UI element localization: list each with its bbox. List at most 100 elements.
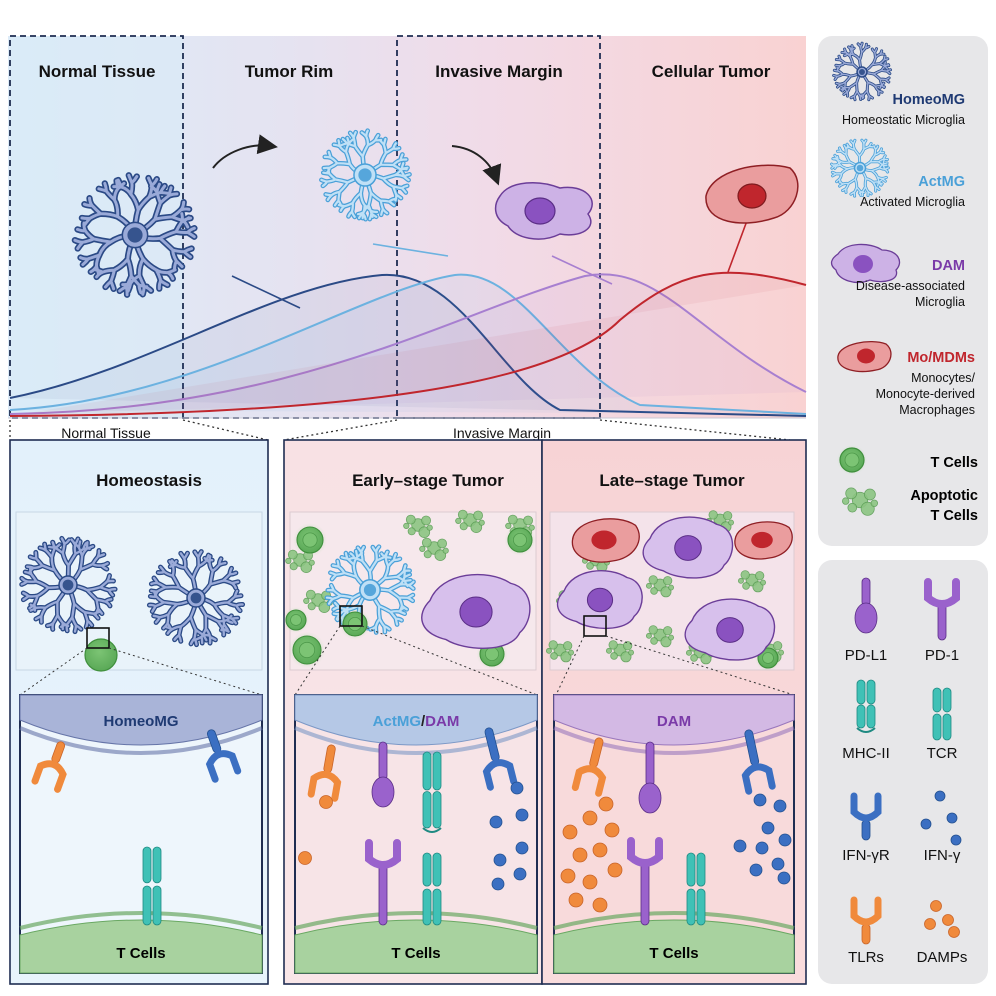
tcr-receptor bbox=[932, 687, 952, 741]
legend-desc-mo-2: Monocyte-derived bbox=[876, 387, 975, 401]
legend-label-ifn-gamma-r: IFN-γR bbox=[842, 847, 890, 864]
ifn-gamma-molecules bbox=[733, 793, 792, 885]
legend-label-mhc-ii: MHC-II bbox=[842, 745, 890, 762]
zoom-label-invasive-margin: Invasive Margin bbox=[453, 425, 551, 441]
receptor-legend: PD-L1 PD-1 MHC-II TCR IFN-γR IFN-γ TLRs … bbox=[818, 560, 988, 984]
legend-desc-mo-1: Monocytes/ bbox=[911, 371, 975, 385]
ifn-gamma-receptor bbox=[205, 729, 242, 783]
stage-title-early-stage: Early–stage Tumor bbox=[352, 471, 504, 490]
homeostatic-microglia-icon bbox=[832, 41, 893, 102]
zoom-box bbox=[86, 627, 110, 649]
t-cell bbox=[283, 607, 309, 633]
region-label-tumor-rim: Tumor Rim bbox=[245, 62, 333, 81]
dam-cell bbox=[642, 516, 734, 579]
ifn-gamma-molecules bbox=[489, 781, 529, 891]
t-cell bbox=[288, 631, 326, 669]
tcr-receptor bbox=[142, 846, 162, 926]
ifn-gamma-receptor bbox=[741, 729, 776, 795]
pd-l1-receptor bbox=[854, 577, 878, 634]
apoptotic-t-cell bbox=[606, 640, 634, 663]
homeostatic-microglia-cell bbox=[71, 172, 198, 298]
membrane-label-actmg-dam: ActMG/DAM bbox=[373, 713, 460, 730]
apoptotic-t-cell-icon bbox=[842, 487, 878, 516]
legend-label-tcr: TCR bbox=[927, 745, 958, 762]
dam-cell bbox=[494, 182, 593, 240]
t-cell bbox=[293, 523, 327, 557]
ifn-gamma-receptor bbox=[482, 727, 518, 791]
apoptotic-t-cell bbox=[842, 487, 878, 516]
pd-l1-receptor bbox=[638, 741, 662, 814]
tlrs-icon bbox=[850, 896, 882, 945]
activated-microglia-cell bbox=[319, 128, 412, 222]
apoptotic-t-cell bbox=[646, 575, 674, 598]
actmg-distribution-curve bbox=[9, 273, 807, 415]
damp-molecules bbox=[298, 795, 333, 865]
legend-desc-dam-1: Disease-associated bbox=[856, 279, 965, 293]
dam-icon bbox=[830, 243, 901, 284]
apoptotic-t-cell bbox=[403, 514, 433, 538]
apoptotic-t-cell bbox=[738, 570, 766, 593]
cell-label-t-cells: T Cells bbox=[391, 945, 440, 962]
tcr-receptor bbox=[142, 846, 162, 926]
region-label-normal-tissue: Normal Tissue bbox=[39, 62, 156, 81]
dam-cell bbox=[556, 570, 643, 630]
late-stage-panel: Late–stage Tumor DAM T Cells bbox=[541, 439, 807, 985]
apoptotic-t-cell bbox=[419, 537, 449, 561]
membrane-label-dam: DAM bbox=[657, 713, 691, 730]
legend-title-dam: DAM bbox=[932, 258, 965, 274]
ifn-gamma-r-icon bbox=[850, 792, 882, 841]
stage-title-late-stage: Late–stage Tumor bbox=[599, 471, 745, 490]
mo-mdm-icon bbox=[837, 341, 892, 373]
transition-arrow-1 bbox=[212, 134, 278, 169]
legend-desc-actmg: Activated Microglia bbox=[860, 195, 965, 209]
homeomg-distribution-curve bbox=[9, 273, 807, 417]
region-label-invasive-margin: Invasive Margin bbox=[435, 62, 563, 81]
cell-label-t-cells: T Cells bbox=[649, 945, 698, 962]
t-cell bbox=[339, 608, 371, 640]
invasive-margin-region bbox=[396, 35, 601, 419]
legend-desc-homeomg: Homeostatic Microglia bbox=[842, 113, 965, 127]
legend-desc-dam-2: Microglia bbox=[915, 295, 965, 309]
legend-title-homeomg: HomeoMG bbox=[893, 92, 966, 108]
tcr-receptor bbox=[422, 852, 442, 926]
legend-desc-mo-3: Macrophages bbox=[899, 403, 975, 417]
legend-label-tlrs: TLRs bbox=[848, 949, 884, 966]
apoptotic-t-cell bbox=[646, 625, 674, 648]
legend-label-ifn-gamma: IFN-γ bbox=[924, 847, 961, 864]
apoptotic-t-cell bbox=[546, 640, 574, 663]
mhc-ii-receptor bbox=[856, 679, 876, 733]
dam-distribution-curve bbox=[9, 273, 807, 415]
activated-microglia-icon bbox=[830, 138, 890, 198]
tlr-receptor bbox=[31, 741, 67, 793]
zoom-box bbox=[339, 605, 363, 627]
damp-molecules bbox=[560, 796, 623, 913]
legend-label-pd-1: PD-1 bbox=[925, 647, 959, 664]
t-cell bbox=[84, 638, 118, 672]
zoom-box bbox=[583, 615, 607, 637]
membrane-label-homeomg: HomeoMG bbox=[104, 713, 179, 730]
t-cell-icon bbox=[837, 445, 867, 475]
pd-1-receptor bbox=[627, 837, 663, 926]
zoom-label-normal-tissue: Normal Tissue bbox=[61, 425, 151, 441]
apoptotic-t-cell bbox=[285, 549, 315, 573]
mhc-ii-receptor bbox=[422, 751, 442, 833]
apoptotic-t-cell bbox=[303, 589, 333, 613]
dam-cell bbox=[421, 573, 531, 649]
top-panel: Normal Tissue Tumor Rim Invasive Margin … bbox=[8, 35, 807, 419]
early-stage-panel: Early–stage Tumor ActMG/DAM T Cells bbox=[283, 439, 543, 985]
legend-label-pd-l1: PD-L1 bbox=[845, 647, 888, 664]
tlr-receptor bbox=[307, 744, 342, 802]
mo-mdm-cell bbox=[734, 521, 793, 560]
legend-title-actmg: ActMG bbox=[918, 174, 965, 190]
pd-l1-receptor bbox=[371, 741, 395, 808]
cell-label-t-cells: T Cells bbox=[116, 945, 165, 962]
normal-tissue-region bbox=[9, 35, 184, 419]
legend-title-mo-mdms: Mo/MDMs bbox=[907, 350, 975, 366]
pd-1-receptor bbox=[365, 839, 401, 926]
ifn-gamma-icon bbox=[920, 790, 962, 846]
mo-mdm-distribution-curve bbox=[9, 271, 807, 417]
cell-type-legend: HomeoMG Homeostatic Microglia ActMG Acti… bbox=[818, 36, 988, 546]
tcr-receptor bbox=[686, 852, 706, 926]
homeostasis-panel: Homeostasis HomeoMG T Cells bbox=[9, 439, 269, 985]
